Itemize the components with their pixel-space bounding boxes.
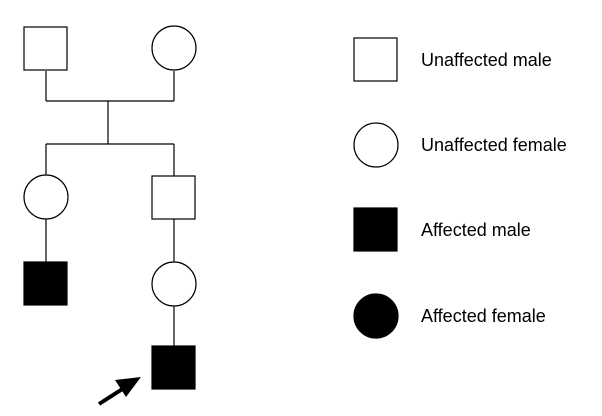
legend-label-unaffected-female: Unaffected female (421, 135, 567, 155)
gen1-mother-symbol (151, 25, 197, 71)
legend-symbol-unaffected-male (353, 37, 398, 82)
gen3-son-of-daughter-symbol (23, 261, 68, 306)
gen3-daughter-of-son-symbol (151, 261, 197, 307)
pedigree-lines (45, 71, 175, 346)
gen1-father-symbol (23, 26, 68, 71)
legend-symbols (353, 37, 399, 339)
legend-label-unaffected-male: Unaffected male (421, 50, 552, 70)
gen4-proband-symbol (151, 345, 196, 390)
legend-symbol-affected-female (353, 293, 399, 339)
gen2-daughter-symbol (23, 174, 69, 220)
arrow-icon (97, 377, 141, 406)
legend-symbol-unaffected-female (353, 122, 399, 168)
gen2-son-symbol (151, 175, 196, 220)
legend-symbol-affected-male (353, 207, 398, 252)
legend-label-affected-male: Affected male (421, 220, 531, 240)
legend-label-affected-female: Affected female (421, 306, 546, 326)
